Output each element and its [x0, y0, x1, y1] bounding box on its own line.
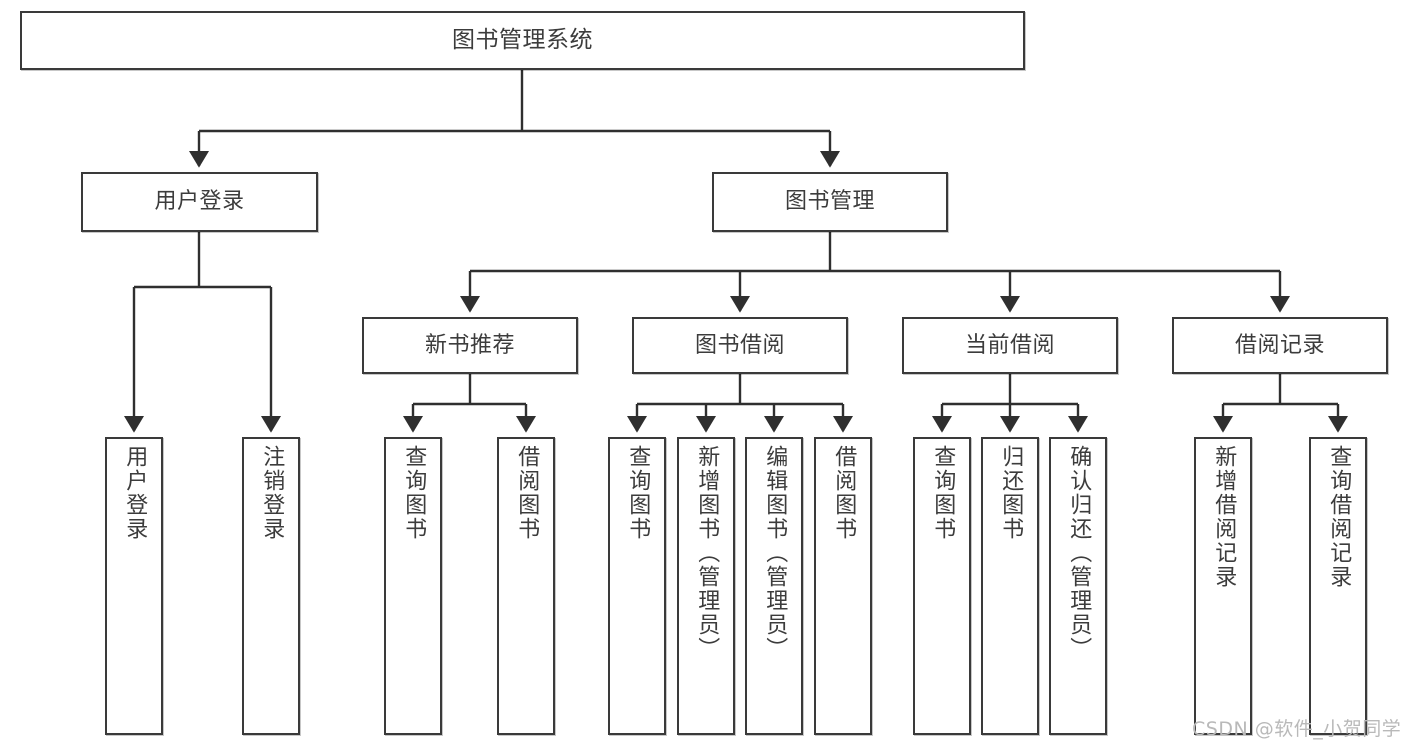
leaf-user-login[interactable]: 用户登录	[105, 437, 163, 735]
node-current-borrow[interactable]: 当前借阅	[902, 317, 1118, 374]
node-label: 查询图书	[401, 445, 427, 541]
leaf-return-book[interactable]: 归还图书	[981, 437, 1039, 735]
node-new-book-recommend[interactable]: 新书推荐	[362, 317, 578, 374]
node-user-login[interactable]: 用户登录	[81, 172, 318, 232]
node-label: 注销登录	[259, 445, 285, 541]
leaf-add-borrow-record[interactable]: 新增借阅记录	[1194, 437, 1252, 735]
node-label: 图书管理	[784, 189, 875, 215]
node-label: 归还图书	[998, 445, 1024, 541]
node-book-manage[interactable]: 图书管理	[712, 172, 948, 232]
node-label: 查询借阅记录	[1326, 445, 1352, 589]
leaf-query-book-current[interactable]: 查询图书	[913, 437, 971, 735]
node-label: 查询图书	[625, 445, 651, 541]
node-label: 新增借阅记录	[1211, 445, 1237, 589]
leaf-borrow-book-recommend[interactable]: 借阅图书	[497, 437, 555, 735]
node-label: 图书管理系统	[452, 26, 593, 53]
leaf-logout[interactable]: 注销登录	[242, 437, 300, 735]
node-label: 查询图书	[930, 445, 956, 541]
leaf-edit-book-admin[interactable]: 编辑图书（管理员）	[745, 437, 803, 735]
node-label: 用户登录	[154, 189, 245, 215]
node-label: 当前借阅	[964, 332, 1055, 358]
node-root-system[interactable]: 图书管理系统	[20, 11, 1025, 70]
node-label: 新书推荐	[424, 332, 515, 358]
node-label: 借阅记录	[1234, 332, 1325, 358]
leaf-borrow-book[interactable]: 借阅图书	[814, 437, 872, 735]
node-label: 借阅图书	[831, 445, 857, 541]
node-book-borrow[interactable]: 图书借阅	[632, 317, 848, 374]
csdn-watermark: CSDN @软件_小贺同学	[1192, 718, 1402, 740]
leaf-confirm-return-admin[interactable]: 确认归还（管理员）	[1049, 437, 1107, 735]
leaf-add-book-admin[interactable]: 新增图书（管理员）	[677, 437, 735, 735]
node-label: 确认归还（管理员）	[1066, 445, 1092, 661]
node-label: 新增图书（管理员）	[694, 445, 720, 661]
node-borrow-record[interactable]: 借阅记录	[1172, 317, 1388, 374]
leaf-query-borrow-record[interactable]: 查询借阅记录	[1309, 437, 1367, 735]
node-label: 图书借阅	[694, 332, 785, 358]
node-label: 借阅图书	[514, 445, 540, 541]
leaf-query-book-borrow[interactable]: 查询图书	[608, 437, 666, 735]
node-label: 编辑图书（管理员）	[762, 445, 788, 661]
leaf-query-book-recommend[interactable]: 查询图书	[384, 437, 442, 735]
node-label: 用户登录	[122, 445, 148, 541]
